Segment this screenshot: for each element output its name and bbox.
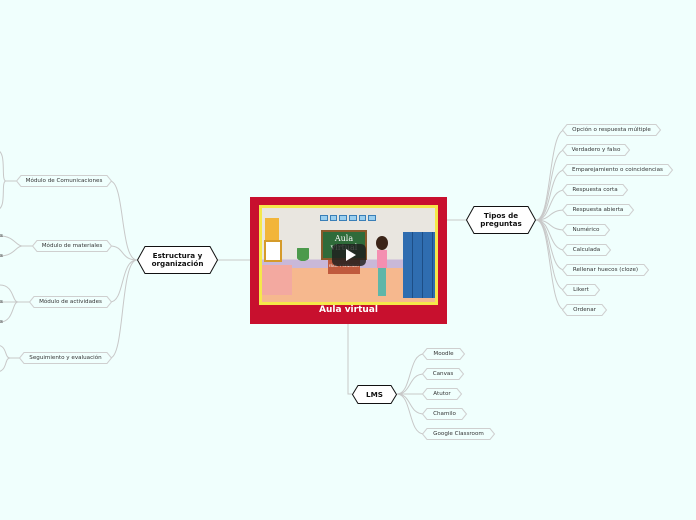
leaf-google-classroom[interactable]: Google Classroom [421,428,496,440]
leaf-label: Opción o respuesta múltiple [572,127,651,133]
node-label: preguntas [480,219,522,228]
leaf-label: Moodle [433,351,454,357]
window-row [320,215,377,221]
leaf-moodle[interactable]: Moodle [421,348,466,360]
play-icon[interactable] [332,244,366,266]
leaf-label: Google Classroom [433,431,484,437]
node-label: organización [151,259,204,268]
central-topic-aula-virtual[interactable]: Aula virtual FÁCIL Y SENCILLO Aula virtu… [250,197,447,324]
lockers [403,232,435,298]
leaf-label: Respuesta abierta [572,207,624,213]
picture-frame [264,240,282,262]
leaf-label: Emparejamiento o coincidencias [572,167,663,173]
cropped-leaf-text: s [0,319,3,325]
leaf-label: Ordenar [573,307,596,313]
node-label: LMS [366,389,383,399]
leaf-modulo-materiales[interactable]: Módulo de materiales [31,240,113,252]
leaf-verdadero-falso[interactable]: Verdadero y falso [561,144,631,156]
leaf-label: Likert [573,287,589,293]
leaf-emparejamiento[interactable]: Emparejamiento o coincidencias [561,164,674,176]
cropped-leaf-text: s [0,253,3,259]
cropped-leaf-text: s [0,233,3,239]
plant [297,248,309,266]
leaf-seguimiento-evaluacion[interactable]: Seguimiento y evaluación [18,352,113,364]
leaf-likert[interactable]: Likert [561,284,601,296]
leaf-label: Canvas [432,371,454,377]
desk-text: FÁCIL Y SENCILLO [329,264,359,268]
shelf [262,265,292,295]
leaf-modulo-actividades[interactable]: Módulo de actividades [28,296,113,308]
leaf-label: Módulo de materiales [41,243,103,249]
teacher-avatar [374,236,390,298]
leaf-atutor[interactable]: Atutor [421,388,463,400]
leaf-label: Atutor [433,391,451,397]
leaf-label: Respuesta corta [572,187,618,193]
leaf-label: Módulo de Comunicaciones [25,178,103,184]
leaf-label: Numérico [572,227,600,233]
leaf-label: Módulo de actividades [39,299,102,305]
leaf-ordenar[interactable]: Ordenar [561,304,608,316]
leaf-opcion-multiple[interactable]: Opción o respuesta múltiple [561,124,662,136]
leaf-chamilo[interactable]: Chamilo [421,408,468,420]
leaf-canvas[interactable]: Canvas [421,368,465,380]
central-title: Aula virtual [319,305,378,315]
leaf-respuesta-corta[interactable]: Respuesta corta [561,184,629,196]
cropped-leaf-text: s [0,299,3,305]
leaf-modulo-comunicaciones[interactable]: Módulo de Comunicaciones [15,175,113,187]
leaf-calculada[interactable]: Calculada [561,244,612,256]
leaf-respuesta-abierta[interactable]: Respuesta abierta [561,204,635,216]
leaf-label: Chamilo [433,411,456,417]
guitar-poster [265,218,279,240]
node-label: Tipos de [483,211,519,220]
leaf-rellenar-huecos[interactable]: Rellenar huecos (cloze) [561,264,650,276]
leaf-numerico[interactable]: Numérico [561,224,611,236]
board-text: Aula [334,234,354,243]
node-label: Estructura y [152,251,203,260]
node-lms[interactable]: LMS [351,385,398,404]
leaf-label: Rellenar huecos (cloze) [572,267,639,273]
classroom-illustration: Aula virtual FÁCIL Y SENCILLO [262,208,435,302]
video-thumbnail[interactable]: Aula virtual FÁCIL Y SENCILLO [259,205,438,305]
leaf-label: Verdadero y falso [571,147,621,153]
leaf-label: Calculada [572,247,601,253]
leaf-label: Seguimiento y evaluación [29,355,102,361]
